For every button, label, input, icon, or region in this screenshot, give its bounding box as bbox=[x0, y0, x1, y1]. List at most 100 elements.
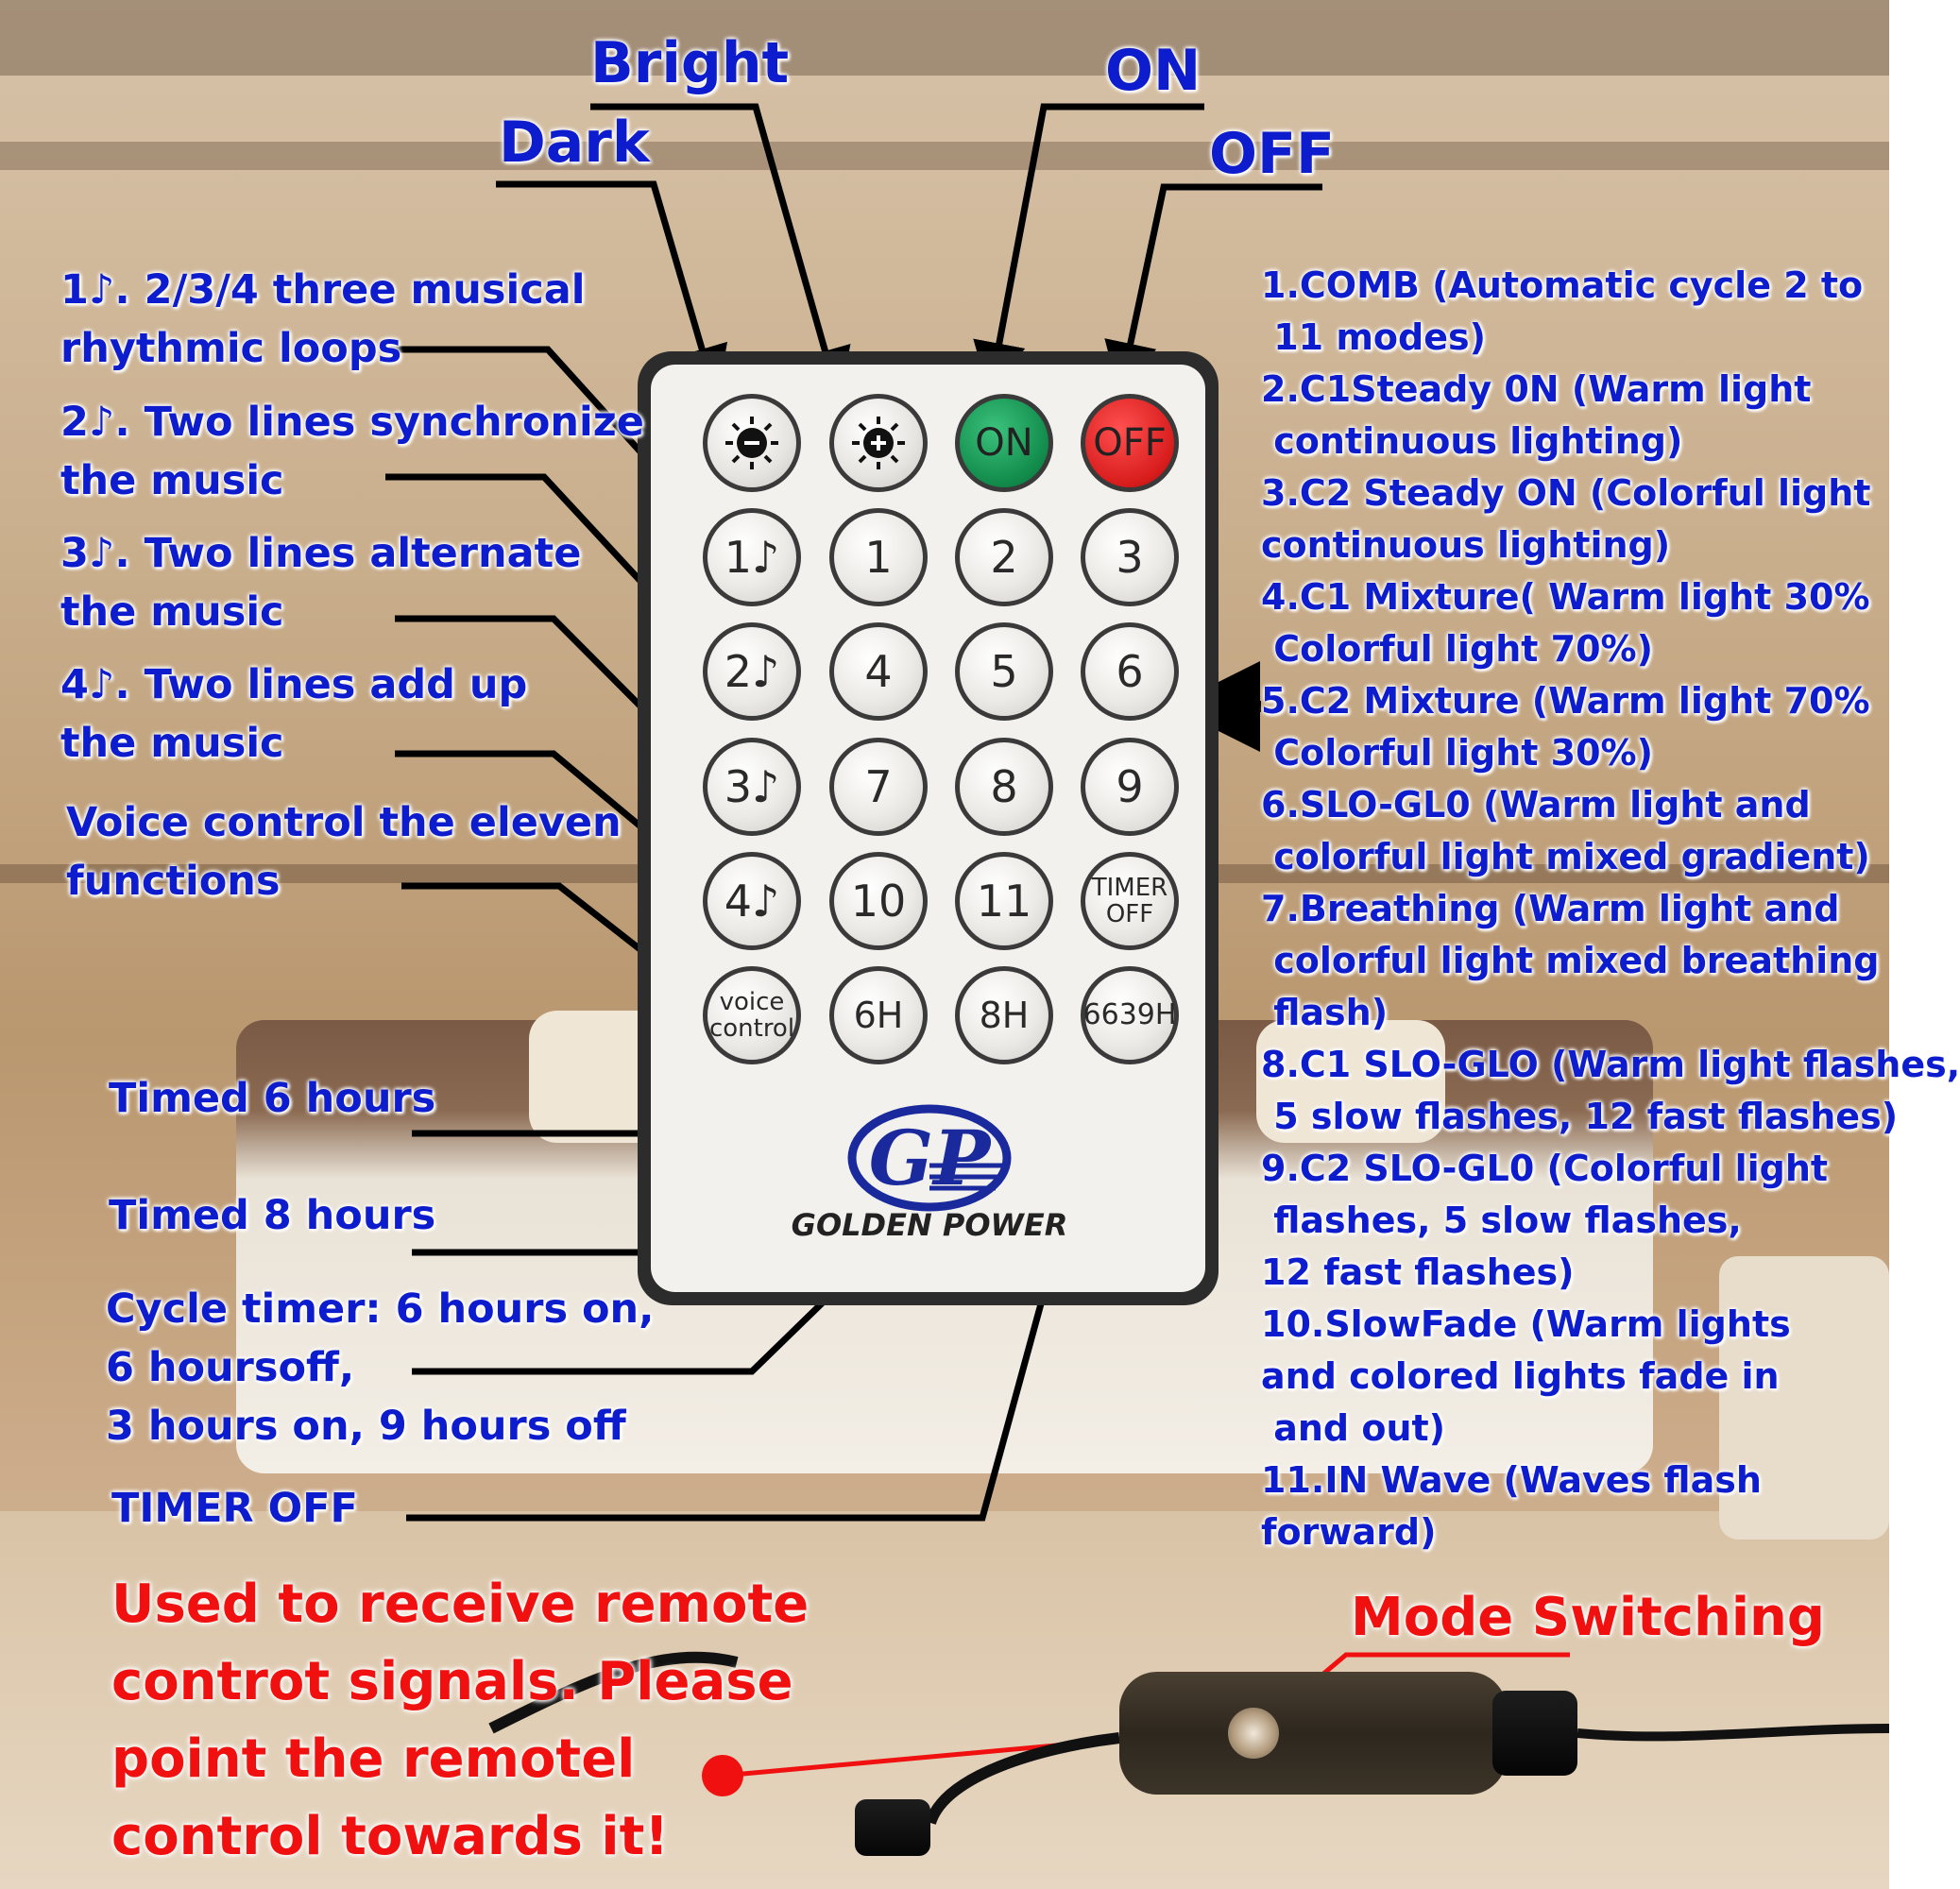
mode-description-line: colorful light mixed breathing bbox=[1261, 940, 1880, 981]
label-dark: Dark bbox=[499, 110, 650, 176]
ceiling bbox=[0, 0, 1889, 76]
timer-6h-button[interactable]: 6H bbox=[829, 966, 928, 1064]
voice-control-button[interactable]: voice control bbox=[703, 966, 801, 1064]
remote-control: ON OFF 1♪ 2♪ 3♪ 4♪ 1 2 3 4 5 6 7 8 9 10 … bbox=[638, 351, 1219, 1305]
line-dark bbox=[496, 180, 728, 400]
receiver-note-line3: point the remotel bbox=[111, 1728, 636, 1790]
mode-description-line: forward) bbox=[1261, 1511, 1437, 1553]
receiver-controller bbox=[1119, 1672, 1507, 1795]
mode-switch-button[interactable] bbox=[1228, 1708, 1279, 1759]
music-4-button[interactable]: 4♪ bbox=[703, 852, 801, 950]
label-on: ON bbox=[1105, 38, 1202, 104]
timer-off-line1: TIMER bbox=[1091, 874, 1168, 902]
label-cycle-line1: Cycle timer: 6 hours on, bbox=[106, 1285, 655, 1333]
label-music-4: 4♪. Two lines add up the music bbox=[60, 655, 527, 773]
label-timer-off: TIMER OFF bbox=[111, 1485, 358, 1532]
label-voice-line1: Voice control the eleven bbox=[66, 799, 622, 846]
timer-off-line2: OFF bbox=[1105, 900, 1154, 928]
receiver-note-line4: control towards it! bbox=[111, 1806, 669, 1867]
timer-off-button[interactable]: TIMER OFF bbox=[1081, 852, 1179, 950]
mode-description-line: 10.SlowFade (Warm lights bbox=[1261, 1303, 1791, 1345]
mode-7-button[interactable]: 7 bbox=[829, 738, 928, 836]
power-connector bbox=[1492, 1691, 1577, 1776]
mode-description-line: continuous lighting) bbox=[1261, 420, 1683, 462]
side-chair bbox=[1719, 1256, 1889, 1540]
music-1-button[interactable]: 1♪ bbox=[703, 508, 801, 606]
mode-description-line: 5.C2 Mixture (Warm light 70% bbox=[1261, 680, 1870, 722]
mode-description-line: 3.C2 Steady ON (Colorful light bbox=[1261, 472, 1871, 514]
mode-description-line: flashes, 5 slow flashes, bbox=[1261, 1200, 1742, 1241]
label-music-1-line2: rhythmic loops bbox=[60, 325, 402, 372]
sun-minus-icon bbox=[725, 417, 778, 469]
wall-molding bbox=[0, 142, 1889, 170]
label-music-4-line1: 4♪. Two lines add up bbox=[60, 661, 528, 708]
brand-name-text: GOLDEN POWER bbox=[792, 1207, 1068, 1243]
receiver-note: Used to receive remote controt signals. … bbox=[111, 1566, 809, 1876]
mode-description-line: continuous lighting) bbox=[1261, 524, 1671, 566]
receiver-note-line2: controt signals. Please bbox=[111, 1651, 793, 1712]
mode-8-button[interactable]: 8 bbox=[955, 738, 1053, 836]
mode-3-button[interactable]: 3 bbox=[1081, 508, 1179, 606]
mode-5-button[interactable]: 5 bbox=[955, 622, 1053, 721]
label-timed-6: Timed 6 hours bbox=[109, 1075, 436, 1122]
mode-11-button[interactable]: 11 bbox=[955, 852, 1053, 950]
mode-description-line: 1.COMB (Automatic cycle 2 to bbox=[1261, 264, 1864, 306]
mode-6-button[interactable]: 6 bbox=[1081, 622, 1179, 721]
line-bright bbox=[590, 103, 851, 402]
label-mode-switching: Mode Switching bbox=[1351, 1587, 1826, 1648]
timer-8h-button[interactable]: 8H bbox=[955, 966, 1053, 1064]
mode-2-button[interactable]: 2 bbox=[955, 508, 1053, 606]
line-off bbox=[1104, 183, 1322, 396]
mode-description-line: 6.SLO-GL0 (Warm light and bbox=[1261, 784, 1811, 825]
label-voice-line2: functions bbox=[66, 858, 281, 905]
mode-9-button[interactable]: 9 bbox=[1081, 738, 1179, 836]
pillow bbox=[1256, 1020, 1445, 1143]
voice-line2: control bbox=[708, 1014, 795, 1043]
label-cycle-line2: 6 hoursoff, bbox=[106, 1344, 355, 1391]
bright-button[interactable] bbox=[829, 394, 928, 492]
mode-description-line: 9.C2 SLO-GL0 (Colorful light bbox=[1261, 1148, 1829, 1189]
mode-10-button[interactable]: 10 bbox=[829, 852, 928, 950]
label-music-3-line1: 3♪. Two lines alternate bbox=[60, 530, 582, 577]
remote-face: ON OFF 1♪ 2♪ 3♪ 4♪ 1 2 3 4 5 6 7 8 9 10 … bbox=[651, 365, 1205, 1292]
brand-logo-text: GP bbox=[869, 1114, 993, 1202]
label-music-4-line2: the music bbox=[60, 720, 284, 767]
mode-description-line: 5 slow flashes, 12 fast flashes) bbox=[1261, 1096, 1899, 1137]
receiver-note-line1: Used to receive remote bbox=[111, 1574, 810, 1635]
mode-description-line: 7.Breathing (Warm light and bbox=[1261, 888, 1840, 929]
label-music-2-line1: 2♪. Two lines synchronize bbox=[60, 399, 644, 446]
off-button[interactable]: OFF bbox=[1081, 394, 1179, 492]
golden-power-logo: GP GOLDEN POWER bbox=[792, 1104, 1068, 1243]
mode-description-line: Colorful light 30%) bbox=[1261, 732, 1653, 774]
mode-description-line: 11.IN Wave (Waves flash bbox=[1261, 1459, 1762, 1501]
label-music-2: 2♪. Two lines synchronize the music bbox=[60, 393, 644, 510]
label-music-1-line1: 1♪. 2/3/4 three musical bbox=[60, 266, 586, 314]
mode-description-line: 12 fast flashes) bbox=[1261, 1251, 1575, 1293]
dark-button[interactable] bbox=[703, 394, 801, 492]
on-button[interactable]: ON bbox=[955, 394, 1053, 492]
label-voice: Voice control the eleven functions bbox=[66, 793, 622, 910]
label-cycle-timer: Cycle timer: 6 hours on, 6 hoursoff, 3 h… bbox=[106, 1280, 655, 1455]
mode-description-line: flash) bbox=[1261, 992, 1389, 1033]
sun-plus-icon bbox=[852, 417, 905, 469]
mode-4-button[interactable]: 4 bbox=[829, 622, 928, 721]
music-2-button[interactable]: 2♪ bbox=[703, 622, 801, 721]
line-on bbox=[973, 103, 1204, 396]
mode-description-line: 11 modes) bbox=[1261, 316, 1487, 358]
mode-description-line: and colored lights fade in bbox=[1261, 1355, 1780, 1397]
music-3-button[interactable]: 3♪ bbox=[703, 738, 801, 836]
mode-description-line: and out) bbox=[1261, 1407, 1446, 1449]
cycle-timer-button[interactable]: 6639H bbox=[1081, 966, 1179, 1064]
mode-description-line: colorful light mixed gradient) bbox=[1261, 836, 1870, 877]
label-music-3: 3♪. Two lines alternate the music bbox=[60, 524, 581, 641]
mode-1-button[interactable]: 1 bbox=[829, 508, 928, 606]
modes-list: 1.COMB (Automatic cycle 2 to 11 modes)2.… bbox=[1261, 260, 1960, 1558]
voice-line1: voice bbox=[719, 988, 785, 1016]
label-off: OFF bbox=[1209, 121, 1335, 187]
label-cycle-line3: 3 hours on, 9 hours off bbox=[106, 1403, 626, 1450]
label-music-1: 1♪. 2/3/4 three musical rhythmic loops bbox=[60, 261, 585, 378]
mode-description-line: 8.C1 SLO-GLO (Warm light flashes, bbox=[1261, 1044, 1960, 1085]
label-music-2-line2: the music bbox=[60, 457, 284, 504]
label-bright: Bright bbox=[590, 30, 790, 96]
